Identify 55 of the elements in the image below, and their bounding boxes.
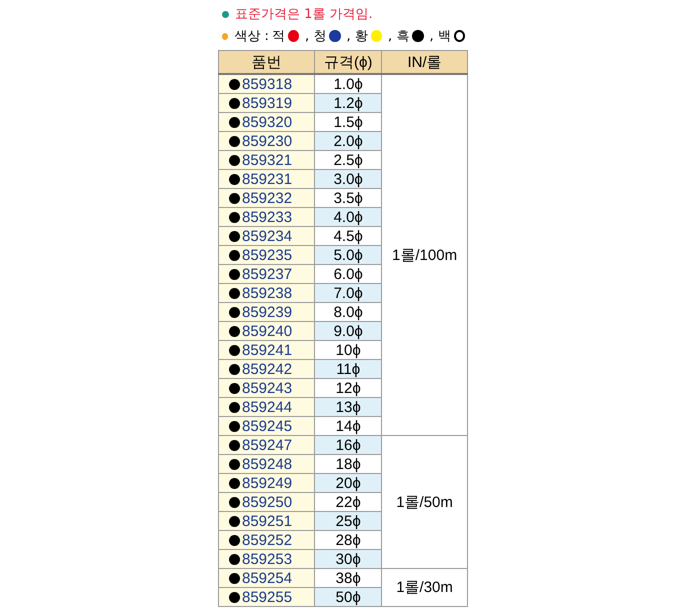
packing-unit: 1롤/30m [382,568,468,606]
size-value: 50ϕ [314,588,382,606]
product-number: 859244 [242,398,292,416]
product-number: 859250 [242,494,292,510]
column-header: 품번 [218,50,315,74]
size-value: 30ϕ [314,550,382,568]
legend-text: , 백 [430,28,451,45]
product-number: 859255 [242,588,292,606]
product-number: 859253 [242,550,292,568]
product-number: 859319 [242,94,292,112]
legend-heading: 색상 : [234,28,269,45]
product-number: 859238 [242,284,292,302]
product-number: 859242 [242,360,292,378]
column-header: 규격(ϕ) [314,50,382,74]
size-value: 20ϕ [314,474,382,492]
product-number: 859254 [242,570,292,586]
product-number: 859239 [242,304,292,320]
size-value: 4.0ϕ [314,208,382,226]
note-text: 표준가격은 1롤 가격임. [235,6,373,23]
product-number: 859321 [242,152,292,168]
size-value: 5.0ϕ [314,246,382,264]
size-value: 16ϕ [314,436,382,454]
product-number: 859248 [242,456,292,472]
product-number: 859243 [242,380,292,396]
legend-text: , 청 [305,28,326,45]
size-value: 11ϕ [314,360,382,378]
product-number: 859318 [242,76,292,92]
packing-unit: 1롤/100m [382,74,468,436]
product-number: 859237 [242,266,292,282]
size-value: 3.0ϕ [314,170,382,188]
legend-text: 적 [272,28,285,45]
legend-text: , 황 [346,28,368,45]
product-number: 859240 [242,322,292,340]
product-number: 859251 [242,512,292,530]
size-value: 25ϕ [314,512,382,530]
product-number: 859241 [242,342,292,358]
size-value: 1.2ϕ [314,94,382,112]
product-number: 859231 [242,170,292,188]
product-number: 859234 [242,228,292,244]
size-value: 9.0ϕ [314,322,382,340]
size-value: 2.0ϕ [314,132,382,150]
size-value: 7.0ϕ [314,284,382,302]
column-header: IN/롤 [382,50,468,74]
product-number: 859233 [242,208,292,226]
legend-text: , 흑 [388,28,410,45]
product-number: 859249 [242,474,292,492]
size-value: 13ϕ [314,398,382,416]
product-number: 859232 [242,190,292,206]
product-number: 859252 [242,532,292,548]
product-number: 859245 [242,418,292,434]
product-number: 859235 [242,246,292,264]
product-number: 859320 [242,114,292,130]
product-number: 859230 [242,132,292,150]
packing-unit: 1롤/50m [382,436,468,568]
product-number: 859247 [242,436,292,454]
